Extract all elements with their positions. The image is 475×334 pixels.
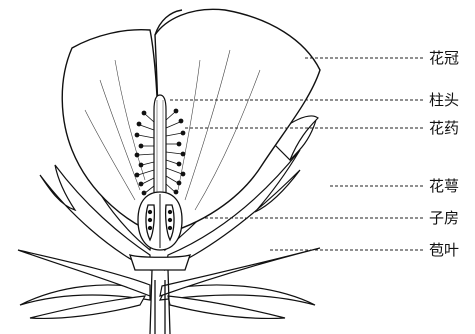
label-ovary: 子房	[429, 209, 459, 227]
label-bract: 苞叶	[429, 241, 459, 259]
label-corolla: 花冠	[429, 49, 459, 67]
label-stigma: 柱头	[429, 91, 459, 109]
label-anther: 花药	[429, 119, 459, 137]
corolla-drawing	[62, 9, 320, 235]
stem-drawing	[150, 270, 170, 334]
label-calyx: 花萼	[429, 177, 459, 195]
